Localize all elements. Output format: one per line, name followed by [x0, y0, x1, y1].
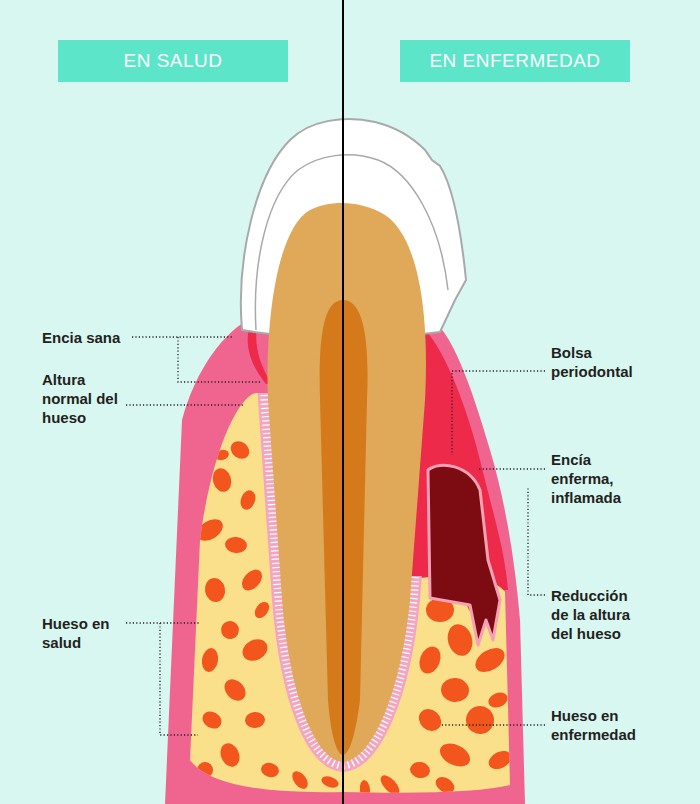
leader-line: [452, 371, 545, 455]
leader-line: [160, 623, 198, 735]
part-label: Hueso en salud: [42, 614, 122, 652]
bone-spot: [440, 677, 470, 703]
leader-line: [478, 468, 545, 469]
bone-spot: [433, 774, 457, 796]
bone-spot: [259, 761, 280, 779]
bone-spot: [238, 566, 266, 595]
bone-spot: [199, 708, 224, 732]
part-label: Bolsa periodontal: [551, 343, 661, 381]
bone-spot: [416, 643, 445, 676]
leader-line: [178, 337, 262, 382]
bone-spot: [227, 438, 253, 463]
bone-spot: [486, 747, 515, 772]
header-box: EN ENFERMEDAD: [400, 40, 630, 82]
header-text: EN ENFERMEDAD: [429, 50, 600, 72]
dentin: [267, 203, 425, 762]
bone-spot: [289, 768, 311, 791]
divider-line: [342, 0, 344, 804]
part-label: Altura normal del hueso: [42, 370, 120, 427]
bone-spot: [238, 488, 258, 512]
part-label: Hueso en enfermedad: [551, 706, 651, 744]
bone-spot: [239, 635, 271, 665]
part-label: Encía enferma, inflamada: [551, 450, 639, 507]
bone-spot: [359, 780, 371, 801]
bone-spot: [320, 774, 340, 790]
bone-spot: [471, 643, 509, 677]
leader-lines: [126, 337, 545, 735]
part-label: Encia sana: [42, 328, 172, 347]
bone-spot: [224, 536, 247, 554]
bone-spot: [193, 515, 226, 545]
periodontal-pocket: [428, 465, 500, 645]
bone-spot: [444, 621, 476, 658]
leader-line: [126, 622, 200, 623]
bone-spot: [207, 418, 223, 442]
bone-spot: [436, 739, 474, 771]
leader-line: [528, 488, 545, 595]
bone-spot: [217, 741, 243, 770]
bone-spot: [464, 704, 497, 737]
leader-line: [132, 336, 234, 337]
bone-spot: [244, 711, 266, 729]
bone-spot: [409, 760, 431, 779]
bone-spot: [210, 466, 234, 494]
bone-spot: [200, 647, 220, 673]
header-box: EN SALUD: [58, 40, 288, 82]
bone-spot: [486, 690, 510, 710]
bone-spot: [203, 576, 227, 603]
periodontal-ligament: [343, 576, 426, 762]
part-label: Reducción de la altura del hueso: [551, 586, 647, 643]
bone-spot: [197, 762, 213, 778]
header-text: EN SALUD: [123, 50, 222, 72]
bone-spot: [414, 705, 445, 736]
bone-spot: [252, 599, 272, 621]
periodontal-ligament: [267, 393, 343, 762]
bone-spot: [377, 772, 402, 798]
bone-spot: [214, 448, 230, 462]
leader-line: [440, 724, 545, 725]
leader-line: [126, 404, 245, 405]
bone-spot: [218, 618, 242, 642]
bone-spot: [220, 675, 250, 705]
